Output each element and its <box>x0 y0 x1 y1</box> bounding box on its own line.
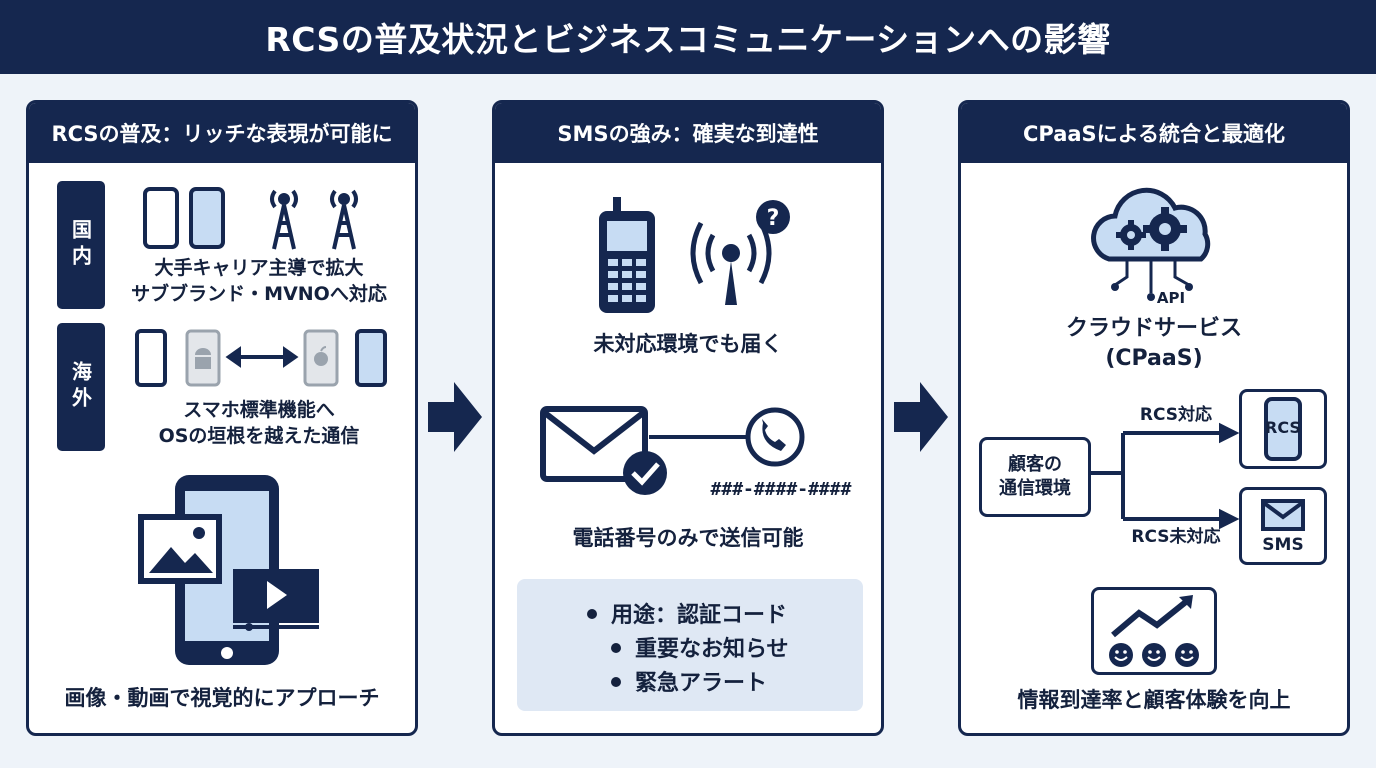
feature-phone-icon <box>599 197 655 313</box>
cpaas-service-line2: (CPaaS) <box>1105 346 1203 371</box>
domestic-line1: 大手キャリア主導で拡大 <box>154 257 364 279</box>
svg-text:?: ? <box>767 206 780 231</box>
antenna-icon <box>330 189 358 250</box>
sms-delivery-box: SMS <box>1239 487 1327 565</box>
use-case-list: 用途：認証コード 重要なお知らせ 緊急アラート <box>517 579 863 711</box>
rich-media-illustration <box>138 475 319 665</box>
smiley-icon <box>1142 643 1166 667</box>
routing-branches <box>1091 422 1240 530</box>
smartphone-icon <box>189 187 225 249</box>
growth-chart-icon <box>1109 595 1199 667</box>
phone-circle-icon <box>745 407 805 467</box>
cloud-gear-icon <box>1091 187 1211 301</box>
panel-rcs-adoption: RCSの普及：リッチな表現が可能に 国内 大手キャリア主導で拡大 サブブランド・… <box>26 100 418 736</box>
envelope-check-icon <box>540 406 667 495</box>
overseas-line2: OSの垣根を越えた通信 <box>158 425 360 447</box>
api-label: API <box>1156 289 1186 307</box>
cpaas-caption: 情報到達率と顧客体験を向上 <box>1017 688 1291 712</box>
overseas-tab: 海外 <box>57 323 105 451</box>
envelope-icon <box>1261 498 1305 531</box>
rich-media-caption: 画像・動画で視覚的にアプローチ <box>64 686 380 710</box>
page-title: RCSの普及状況とビジネスコミュニケーションへの影響 <box>0 0 1376 74</box>
rcs-unsupported-label: RCS未対応 <box>1131 527 1221 547</box>
list-item: 用途：認証コード <box>587 597 787 629</box>
panel-sms-strength: SMSの強み：確実な到達性 ? 未対応環境でも届く <box>492 100 884 736</box>
customer-environment-box: 顧客の 通信環境 <box>979 437 1091 517</box>
domestic-line2: サブブランド・MVNOへ対応 <box>131 283 387 305</box>
panel-cpaas: CPaaSによる統合と最適化 API クラウドサービス (CPaaS) 顧客の … <box>958 100 1350 736</box>
panel-header: RCSの普及：リッチな表現が可能に <box>29 103 415 163</box>
android-icon <box>185 329 221 387</box>
cpaas-service-line1: クラウドサービス <box>1065 316 1242 341</box>
flow-arrow-icon <box>428 382 482 452</box>
overseas-icons <box>135 329 387 387</box>
image-icon <box>138 514 222 584</box>
list-item: 緊急アラート <box>611 665 767 697</box>
smiley-icon <box>1109 643 1133 667</box>
sms-reach-caption: 未対応環境でも届く <box>593 332 783 356</box>
domestic-tab: 国内 <box>57 181 105 309</box>
phone-number-placeholder: ###-####-#### <box>710 479 852 500</box>
antenna-icon <box>270 189 298 250</box>
flow-arrow-icon <box>894 382 948 452</box>
domestic-icons <box>143 187 358 250</box>
rcs-supported-label: RCS対応 <box>1139 405 1213 425</box>
smiley-icon <box>1175 643 1199 667</box>
sms-reach-icons: ? <box>599 197 790 313</box>
smartphone-icon <box>143 187 179 249</box>
rcs-delivery-box: RCS <box>1239 389 1327 469</box>
rcs-box-label: RCS <box>1265 418 1301 437</box>
video-icon <box>233 569 319 631</box>
signal-question-icon: ? <box>690 200 790 305</box>
apple-icon <box>303 329 339 387</box>
outcome-box <box>1091 587 1217 675</box>
smartphone-icon <box>1264 397 1302 461</box>
overseas-line1: スマホ標準機能へ <box>183 399 335 421</box>
double-arrow-icon <box>225 346 299 368</box>
sms-box-label: SMS <box>1262 534 1304 555</box>
panel-header: CPaaSによる統合と最適化 <box>961 103 1347 163</box>
sms-number-caption: 電話番号のみで送信可能 <box>572 526 804 550</box>
smartphone-icon <box>355 329 387 387</box>
panel-header: SMSの強み：確実な到達性 <box>495 103 881 163</box>
smartphone-icon <box>135 329 167 387</box>
list-item: 重要なお知らせ <box>611 631 789 663</box>
sms-number-icons <box>540 406 805 495</box>
